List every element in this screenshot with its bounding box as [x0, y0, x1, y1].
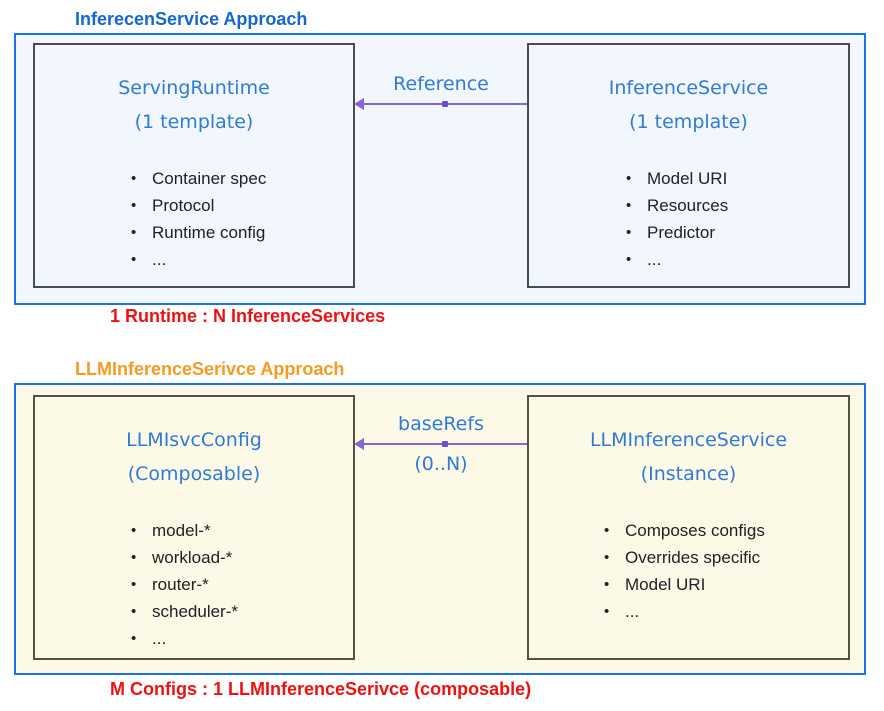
box-title: LLMInferenceService — [589, 429, 788, 451]
box-title: LLMIsvcConfig — [126, 429, 262, 451]
box-subtitle: (1 template) — [629, 111, 748, 133]
bullet-list: Composes configsOverrides specificModel … — [529, 517, 848, 625]
bullet-item: Protocol — [131, 192, 353, 219]
inferenceservice-approach-box: ServingRuntime (1 template) Container sp… — [14, 33, 866, 305]
arrow-label: baseRefs — [398, 413, 484, 435]
arrow-sublabel: (0..N) — [414, 453, 468, 475]
box-title: InferenceService — [608, 77, 769, 99]
box-heading: InferenceService (1 template) — [529, 71, 848, 139]
bullet-item: model-* — [131, 517, 353, 544]
bullet-item: ... — [131, 246, 353, 273]
section-title-llminferenceservice: LLMInferenceSerivce Approach — [75, 359, 345, 379]
bullet-item: ... — [626, 246, 848, 273]
llminferenceservice-approach-box: LLMIsvcConfig (Composable) model-*worklo… — [14, 383, 866, 675]
bullet-item: Container spec — [131, 165, 353, 192]
cardinality-caption-llminferenceservice: M Configs : 1 LLMInferenceSerivce (compo… — [110, 679, 532, 699]
servingruntime-box: ServingRuntime (1 template) Container sp… — [33, 43, 355, 288]
box-subtitle: (1 template) — [134, 111, 254, 133]
bullet-item: Model URI — [604, 571, 848, 598]
arrow-head-icon — [354, 438, 364, 450]
arrow-midpoint-dot — [442, 101, 448, 107]
reference-arrow — [354, 98, 527, 110]
box-heading: LLMIsvcConfig (Composable) — [35, 423, 353, 491]
llminferenceservice-box: LLMInferenceService (Instance) Composes … — [527, 395, 850, 660]
bullet-item: Resources — [626, 192, 848, 219]
bullet-list: Container specProtocolRuntime config... — [35, 165, 353, 273]
bullet-item: workload-* — [131, 544, 353, 571]
box-heading: ServingRuntime (1 template) — [35, 71, 353, 139]
box-subtitle: (Instance) — [640, 463, 737, 485]
bullet-item: ... — [131, 625, 353, 652]
bullet-item: Overrides specific — [604, 544, 848, 571]
section-title-inferenceservice: InferecenService Approach — [75, 9, 308, 29]
bullet-item: ... — [604, 598, 848, 625]
arrow-head-icon — [354, 98, 364, 110]
bullet-item: router-* — [131, 571, 353, 598]
llmisvcconfig-box: LLMIsvcConfig (Composable) model-*worklo… — [33, 395, 355, 660]
cardinality-caption-inferenceservice: 1 Runtime : N InferenceServices — [110, 306, 386, 326]
box-subtitle: (Composable) — [127, 463, 261, 485]
arrow-label: Reference — [393, 73, 489, 95]
arrow-midpoint-dot — [442, 441, 448, 447]
baserefs-arrow — [354, 438, 527, 450]
bullet-item: Runtime config — [131, 219, 353, 246]
bullet-item: Predictor — [626, 219, 848, 246]
inferenceservice-box: InferenceService (1 template) Model URIR… — [527, 43, 850, 288]
bullet-item: scheduler-* — [131, 598, 353, 625]
bullet-list: Model URIResourcesPredictor... — [529, 165, 848, 273]
bullet-item: Composes configs — [604, 517, 848, 544]
bullet-item: Model URI — [626, 165, 848, 192]
box-title: ServingRuntime — [118, 77, 270, 99]
bullet-list: model-*workload-*router-*scheduler-*... — [35, 517, 353, 652]
box-heading: LLMInferenceService (Instance) — [529, 423, 848, 491]
